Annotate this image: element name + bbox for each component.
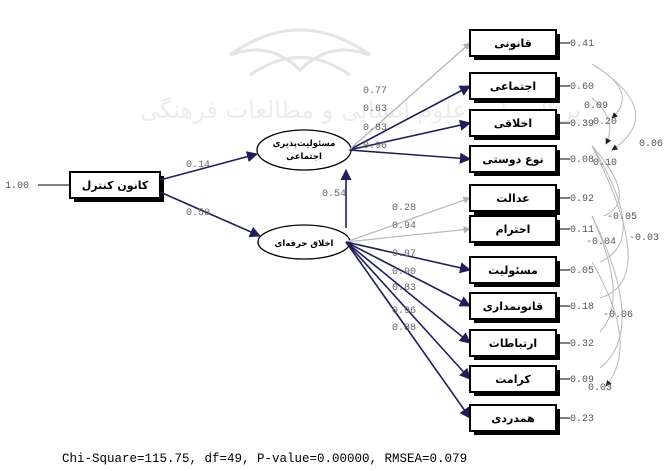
- indicator-label: اجتماعی: [490, 80, 536, 93]
- loading-path-3: [348, 119, 472, 151]
- indicator-4: نوع دوستی 0.08: [469, 145, 594, 176]
- indicator-3: اخلاقی 0.39: [469, 109, 594, 140]
- coef-locus-ethics: 0.50: [186, 208, 210, 219]
- indicator-5: عدالت 0.92: [469, 184, 594, 215]
- latent-social-line1: مسئولیت‌پذیری: [273, 139, 336, 149]
- indicator-label: نوع دوستی: [482, 153, 543, 166]
- loading-path-social-first: [348, 42, 471, 151]
- structural-paths: 0.14 0.50 0.54: [159, 151, 352, 238]
- loading-path-10: [345, 241, 471, 380]
- indicator-error: 0.32: [570, 339, 594, 350]
- indicator-label: همدردی: [491, 412, 534, 425]
- latent-social: مسئولیت‌پذیری اجتماعی: [256, 129, 352, 171]
- exogenous-variance: 1.00: [5, 181, 29, 192]
- indicator-label: احترام: [496, 223, 531, 236]
- cov-7: -0.03: [629, 233, 659, 244]
- indicator-7: مسئولیت 0.05: [469, 256, 594, 287]
- indicator-9: ارتباطات 0.32: [469, 329, 594, 360]
- exogenous-label: کانون کنترل: [82, 179, 149, 192]
- latent-ethics-label: اخلاق حرفه‌ای: [275, 239, 334, 249]
- cov-6: -0.04: [586, 237, 616, 248]
- fit-statistics: Chi-Square=115.75, df=49, P-value=0.0000…: [62, 452, 467, 466]
- loading-path-9: [345, 241, 471, 344]
- error-covariances: 0.09 0.20 0.06 0.10 -0.05 -0.04 -0.03 -0…: [584, 63, 663, 394]
- loading-path-4: [348, 149, 472, 164]
- loading-ethics-label: 0.97: [392, 249, 416, 260]
- indicator-error: 0.11: [570, 225, 594, 236]
- measurement-paths: [345, 42, 472, 419]
- coef-ethics-social: 0.54: [322, 189, 346, 200]
- loading-social-label: 0.83: [363, 123, 387, 134]
- loading-labels: 0.77 0.63 0.83 0.96 0.28 0.94 0.97 0.90 0.83 0.96…: [363, 86, 416, 334]
- indicator-label: کرامت: [495, 373, 531, 386]
- path-locus-to-ethics: [159, 191, 262, 238]
- loading-social-label: 0.77: [363, 86, 387, 97]
- exogenous-variable: کانون کنترل 1.00: [5, 171, 164, 202]
- cov-4: 0.10: [593, 158, 617, 169]
- loading-ethics-label: 0.83: [392, 283, 416, 294]
- cov-5: -0.05: [607, 212, 637, 223]
- indicator-error: 0.09: [570, 375, 594, 386]
- cov-9: 0.03: [588, 383, 612, 394]
- indicator-label: عدالت: [496, 192, 529, 205]
- loading-ethics-label: 0.96: [392, 306, 416, 317]
- cov-8: -0.06: [603, 310, 633, 321]
- indicator-error: 0.92: [570, 194, 594, 205]
- indicator-8: قانونمداری 0.18: [469, 292, 594, 323]
- loading-path-6: [345, 226, 471, 243]
- coef-locus-social: 0.14: [186, 160, 210, 171]
- path-locus-to-social: [159, 151, 259, 181]
- indicator-error: 0.05: [570, 266, 594, 277]
- indicator-error: 0.18: [570, 302, 594, 313]
- indicator-error: 0.41: [570, 39, 594, 50]
- loading-path-7: [345, 241, 472, 274]
- indicator-11: همدردی 0.23: [469, 404, 594, 435]
- cov-3: 0.06: [639, 139, 663, 150]
- indicator-label: قانونی: [494, 37, 532, 50]
- indicators: قانونی 0.41 اجتماعی 0.60 اخلاقی 0.39 نوع دوستی…: [469, 29, 594, 435]
- cov-1: 0.09: [584, 101, 608, 112]
- indicator-error: 0.39: [570, 119, 594, 130]
- indicator-2: اجتماعی 0.60: [469, 72, 594, 103]
- indicator-error: 0.08: [570, 155, 594, 166]
- indicator-label: ارتباطات: [489, 337, 537, 350]
- indicator-label: اخلاقی: [494, 117, 532, 130]
- loading-ethics-label: 0.90: [392, 267, 416, 278]
- loading-social-label: 0.96: [363, 141, 387, 152]
- cov-2: 0.20: [593, 117, 617, 128]
- indicator-error: 0.60: [570, 82, 594, 93]
- loading-social-label: 0.63: [363, 104, 387, 115]
- indicator-label: مسئولیت: [488, 264, 538, 277]
- latent-social-line2: اجتماعی: [286, 152, 322, 162]
- indicator-1: قانونی 0.41: [469, 29, 594, 60]
- latent-ethics: اخلاق حرفه‌ای: [257, 224, 351, 260]
- indicator-label: قانونمداری: [483, 300, 543, 313]
- loading-ethics-label: 0.94: [392, 221, 416, 232]
- loading-path-8: [345, 241, 471, 307]
- indicator-error: 0.23: [570, 414, 594, 425]
- indicator-10: کرامت 0.09: [469, 365, 594, 396]
- loading-ethics-label: 0.88: [392, 323, 416, 334]
- loading-path-5: [345, 196, 471, 243]
- indicator-6: احترام 0.11: [469, 215, 594, 246]
- loading-path-11: [345, 241, 471, 419]
- loading-path-2: [348, 85, 471, 151]
- loading-ethics-label: 0.28: [392, 203, 416, 214]
